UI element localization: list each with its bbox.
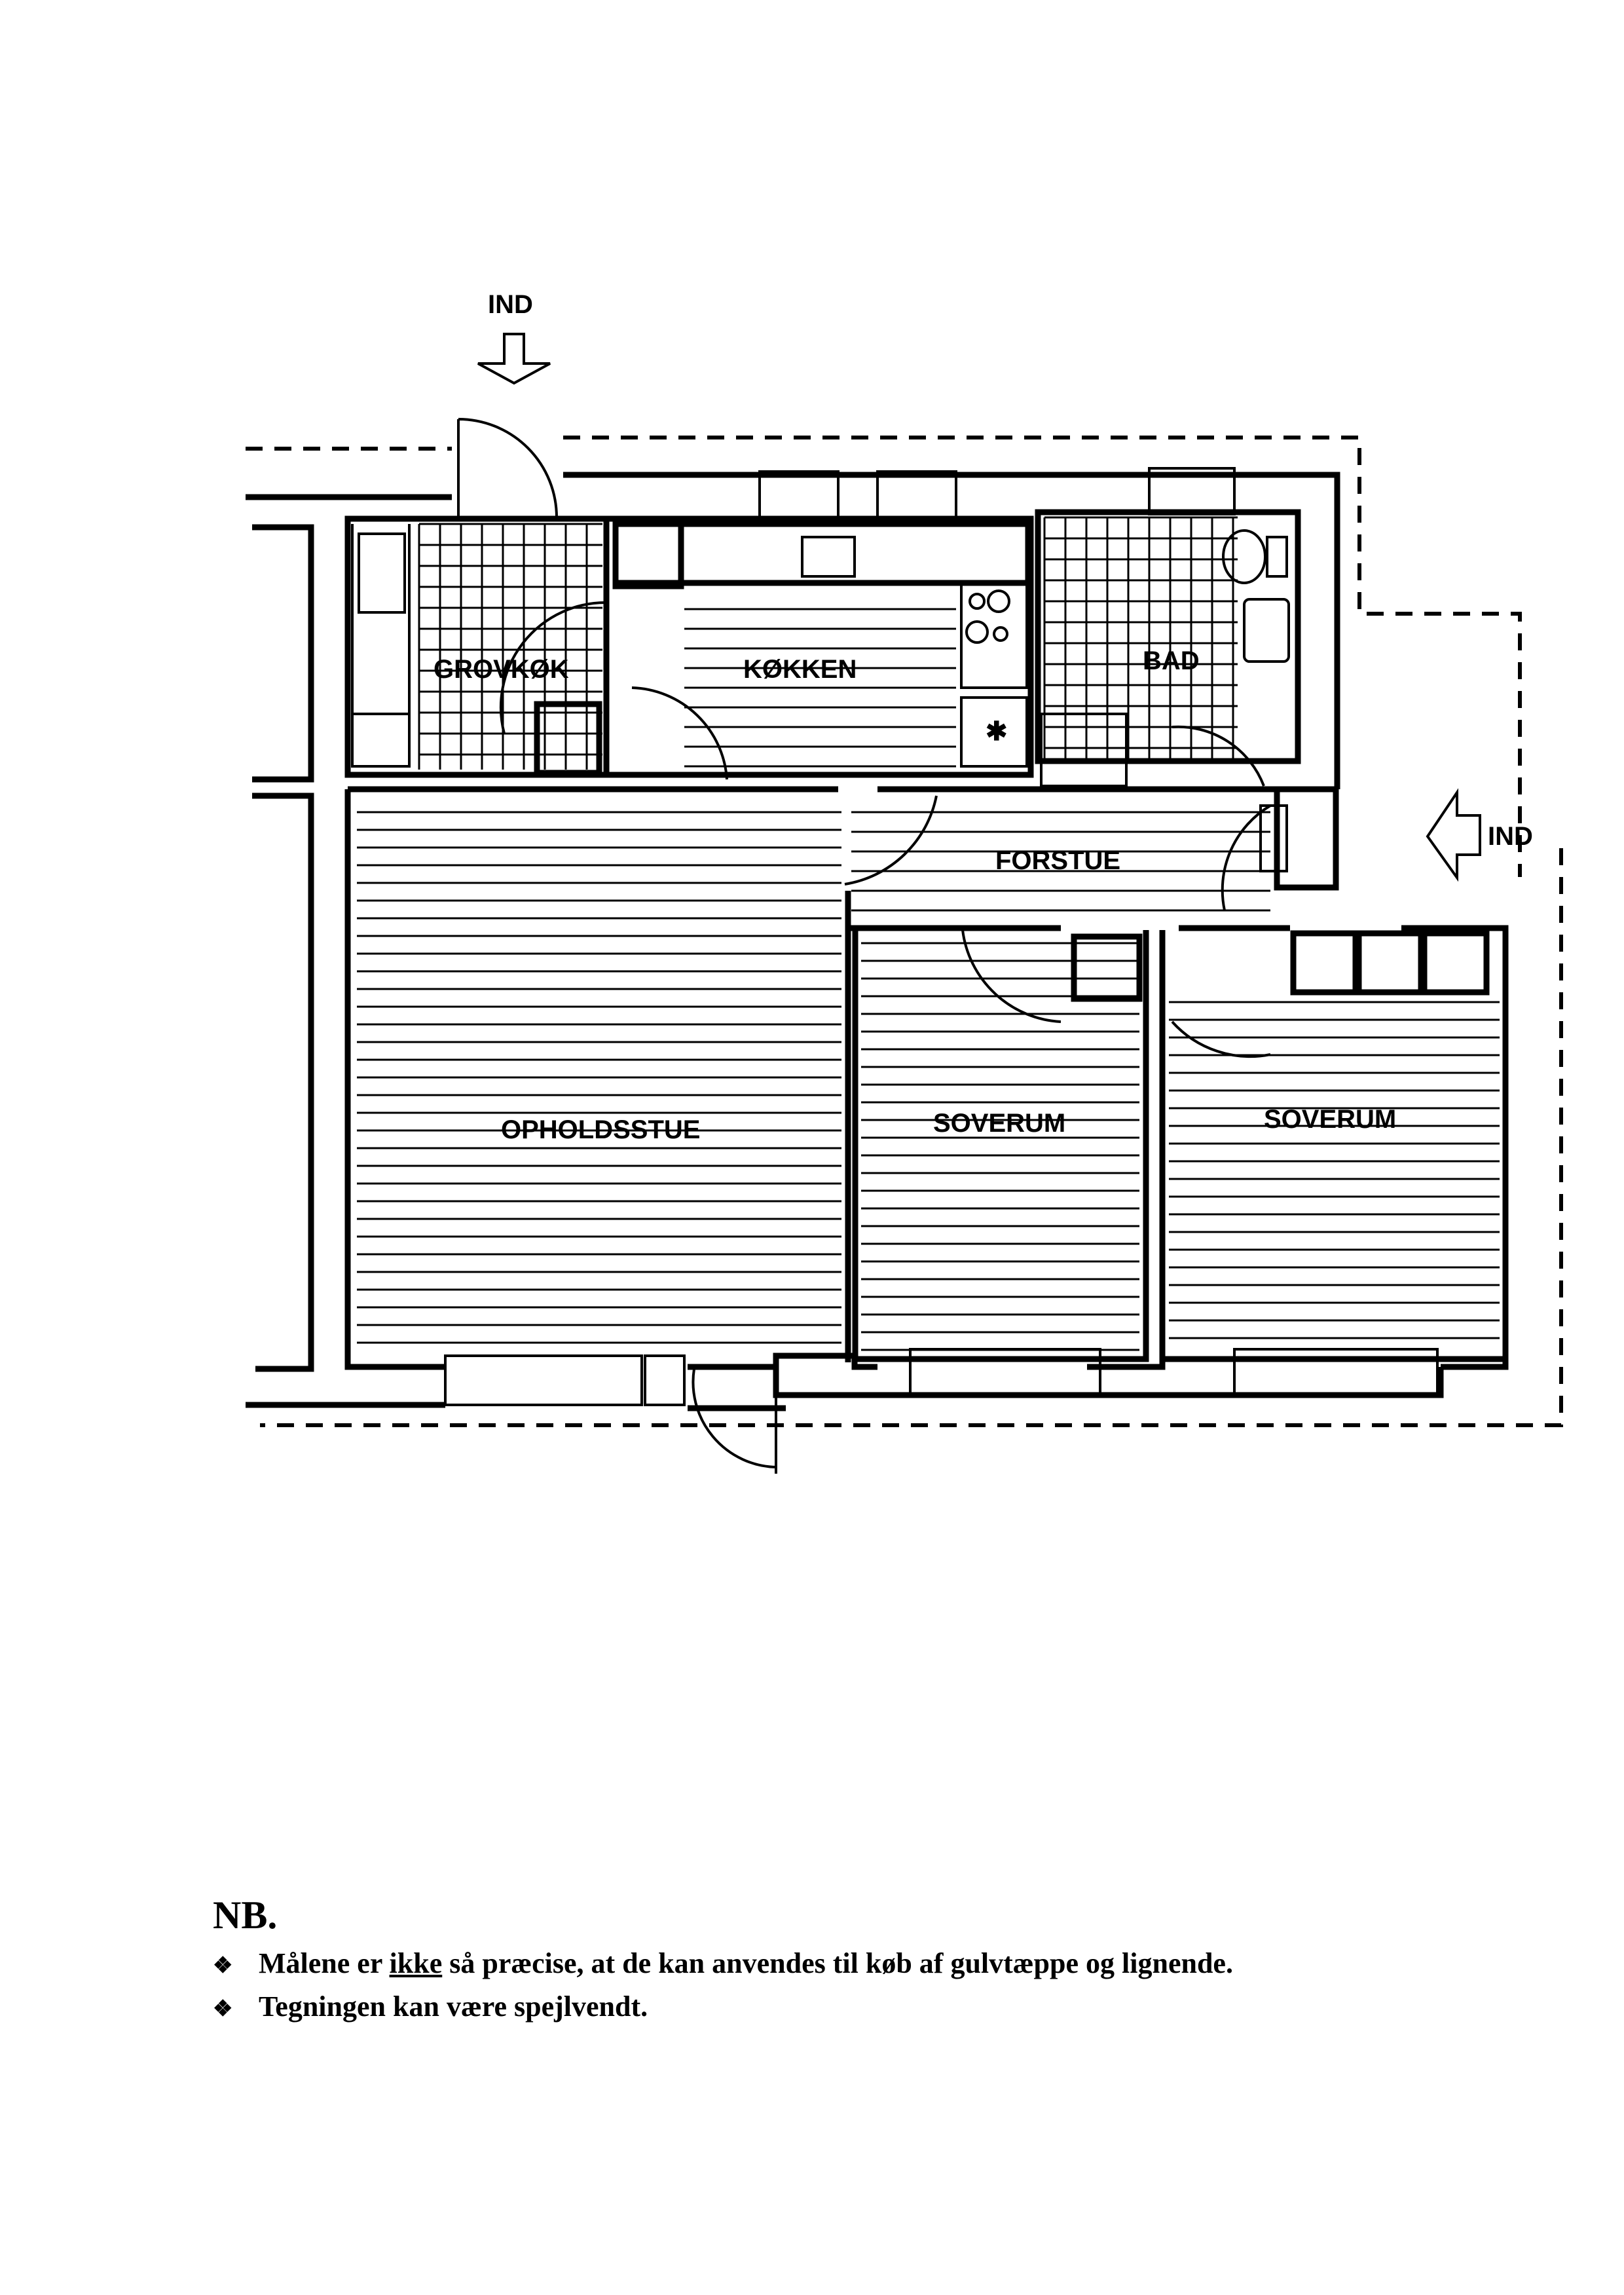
bathroom-fixtures	[1040, 529, 1290, 872]
wardrobes	[1071, 930, 1490, 1002]
entrance-arrow-right	[1426, 788, 1481, 882]
note-1-text: Målene er ikke så præcise, at de kan anv…	[259, 1943, 1233, 1984]
note-1-emphasis: ikke	[389, 1947, 443, 1979]
room-label-soverum-1: SOVERUM	[933, 1109, 1065, 1138]
wood-floor-opholdsstue	[357, 811, 841, 1344]
room-label-bad: BAD	[1143, 646, 1200, 675]
note-1-before: Målene er	[259, 1947, 382, 1979]
wood-floor-soverum-2	[1169, 1001, 1500, 1339]
property-boundary	[246, 436, 1563, 1427]
note-2: ❖ Tegningen kan være spejlvendt.	[213, 1987, 1233, 2030]
door-swings	[457, 418, 1272, 1474]
room-label-grovkok: GROVKØK	[434, 655, 569, 684]
windows	[444, 467, 1439, 1406]
wood-floor-kokken	[684, 608, 956, 768]
room-label-forstue: FORSTUE	[995, 846, 1120, 875]
note-2-text: Tegningen kan være spejlvendt.	[259, 1990, 648, 2023]
room-label-soverum-2: SOVERUM	[1264, 1105, 1396, 1134]
note-1: ❖ Målene er ikke så præcise, at de kan a…	[213, 1943, 1233, 1987]
notes-heading: NB.	[213, 1894, 278, 1937]
oven-icon: ✱	[986, 717, 1008, 746]
tile-floor-grovkok	[418, 523, 602, 770]
diamond-bullet-icon: ❖	[213, 1997, 233, 2021]
entrance-label-top: IND	[488, 290, 533, 319]
notes-section: NB. ❖ Målene er ikke så præcise, at de k…	[213, 1893, 1233, 2030]
wood-floor-soverum-1	[861, 942, 1139, 1351]
wood-floor-forstue	[851, 811, 1270, 912]
room-label-kokken: KØKKEN	[743, 655, 857, 684]
tile-floor-bad	[1043, 516, 1238, 760]
room-label-opholdsstue: OPHOLDSSTUE	[501, 1115, 700, 1144]
note-1-after: så præcise, at de kan anvendes til køb a…	[449, 1947, 1233, 1979]
entrance-arrow-top	[477, 333, 551, 385]
entrance-label-right: IND	[1488, 822, 1533, 851]
diamond-bullet-icon: ❖	[213, 1954, 233, 1978]
kitchen-fixtures: ✱	[351, 521, 1031, 776]
interior-walls	[344, 509, 1505, 1362]
